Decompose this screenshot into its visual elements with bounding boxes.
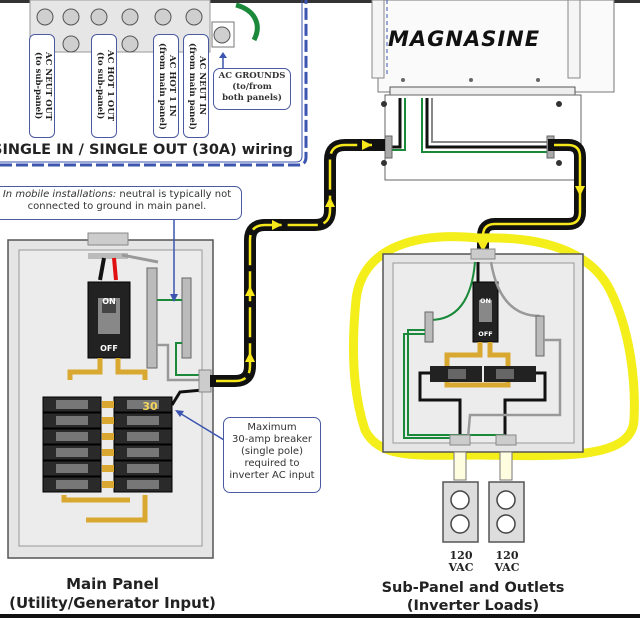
breaker-handle bbox=[56, 400, 88, 409]
bus-bar-tab bbox=[102, 465, 114, 472]
flow-arrows bbox=[245, 140, 372, 362]
sub-breaker-off-label: OFF bbox=[478, 330, 493, 338]
breaker-note-callout: Maximum 30-amp breaker (single pole) req… bbox=[223, 417, 321, 493]
sub-panel bbox=[382, 248, 584, 481]
callout-line: Maximum bbox=[247, 422, 297, 433]
note-text: connected to ground in main panel. bbox=[27, 201, 207, 212]
wiring-frame bbox=[0, 0, 308, 167]
callout-line: (single pole) bbox=[241, 446, 303, 457]
inverter-terminal-block bbox=[29, 0, 260, 53]
magnasine-logo: MAGNASINE bbox=[388, 27, 541, 51]
input-cable bbox=[210, 139, 385, 387]
main-breaker-on-label: ON bbox=[102, 297, 116, 306]
breaker-handle bbox=[127, 400, 159, 409]
label-line: (to sub-panel) bbox=[33, 52, 43, 120]
breaker-handle bbox=[56, 464, 88, 473]
breaker-handle bbox=[56, 416, 88, 425]
label-line: AC HOT 1 OUT bbox=[105, 50, 115, 122]
label-line: (from main panel) bbox=[187, 42, 197, 130]
top-edge bbox=[0, 0, 640, 3]
sub-panel-title: Sub-Panel and Outlets (Inverter Loads) bbox=[368, 579, 578, 615]
main-breaker-off-label: OFF bbox=[100, 344, 118, 353]
label-ac-neut-in: AC NEUT IN (from main panel) bbox=[183, 34, 209, 138]
mobile-note-callout: In mobile installations: neutral is typi… bbox=[0, 186, 242, 220]
callout-line: inverter AC input bbox=[229, 470, 315, 481]
label-line: AC NEUT OUT bbox=[43, 51, 53, 121]
label-line: AC HOT 1 IN bbox=[167, 55, 177, 117]
bottom-edge bbox=[0, 614, 640, 618]
note-text: neutral is typically not bbox=[116, 189, 232, 200]
callout-line: (to/from bbox=[232, 82, 272, 92]
breaker-handle bbox=[56, 480, 88, 489]
ac-grounds-callout: AC GROUNDS (to/from both panels) bbox=[213, 68, 291, 110]
highlight-circle bbox=[348, 232, 639, 461]
label-ac-hot-1-out: AC HOT 1 OUT (to sub-panel) bbox=[91, 34, 117, 138]
title-line: Sub-Panel and Outlets bbox=[381, 580, 565, 596]
breaker-handle bbox=[127, 416, 159, 425]
main-panel bbox=[7, 232, 214, 559]
sub-breaker-on-label: ON bbox=[480, 297, 491, 305]
title-line: Main Panel bbox=[66, 575, 159, 593]
label-ac-neut-out: AC NEUT OUT (to sub-panel) bbox=[29, 34, 55, 138]
label-line: (to sub-panel) bbox=[95, 52, 105, 120]
title-line: (Utility/Generator Input) bbox=[9, 594, 216, 612]
outlet-2 bbox=[488, 481, 525, 543]
bus-bar-tab bbox=[102, 481, 114, 488]
main-panel-title: Main Panel (Utility/Generator Input) bbox=[0, 575, 225, 613]
label-line: (from main panel) bbox=[157, 42, 167, 130]
callout-line: both panels) bbox=[222, 93, 282, 103]
label-ac-hot-1-in: AC HOT 1 IN (from main panel) bbox=[153, 34, 179, 138]
callout-line: AC GROUNDS bbox=[218, 71, 286, 81]
callout-line: required to bbox=[244, 458, 300, 469]
breaker-handle bbox=[127, 480, 159, 489]
bus-bar-tab bbox=[102, 417, 114, 424]
outlet-2-label: 120 VAC bbox=[487, 550, 527, 574]
outlet-unit: VAC bbox=[494, 561, 520, 574]
breaker-handle bbox=[127, 448, 159, 457]
bus-bar-tab bbox=[102, 449, 114, 456]
bus-bar-tab bbox=[102, 433, 114, 440]
outlet-1 bbox=[442, 481, 479, 543]
label-line: AC NEUT IN bbox=[197, 56, 207, 116]
breaker-handle bbox=[127, 464, 159, 473]
title-line: (Inverter Loads) bbox=[406, 598, 540, 614]
breaker-rating-label: 30 bbox=[142, 400, 158, 413]
outlet-voltage: 120 bbox=[449, 549, 473, 562]
breaker-handle bbox=[56, 448, 88, 457]
outlet-unit: VAC bbox=[448, 561, 474, 574]
outlet-voltage: 120 bbox=[495, 549, 519, 562]
wiring-title: SINGLE IN / SINGLE OUT (30A) wiring bbox=[0, 142, 293, 158]
bus-bar-tab bbox=[102, 401, 114, 408]
breaker-handle bbox=[56, 432, 88, 441]
note-italic: In mobile installations: bbox=[2, 189, 117, 200]
breaker-handle bbox=[127, 432, 159, 441]
callout-line: 30-amp breaker bbox=[232, 434, 312, 445]
magnasine-inverter bbox=[371, 0, 615, 181]
outlet-1-label: 120 VAC bbox=[441, 550, 481, 574]
